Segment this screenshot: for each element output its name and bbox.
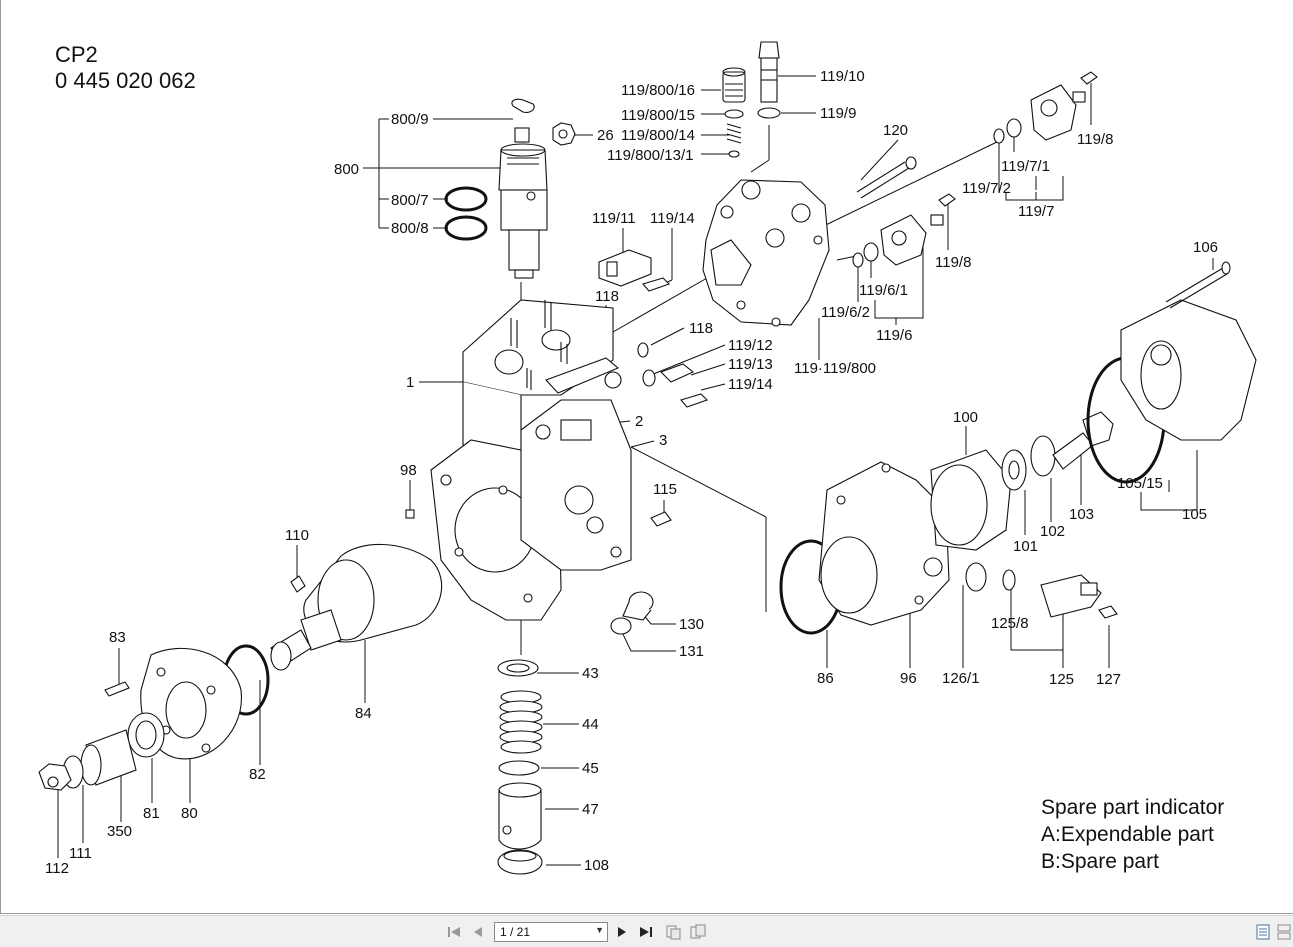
callout-119-11: 119/11	[592, 210, 636, 227]
legend-expendable: A:Expendable part	[1041, 823, 1214, 846]
callout-43: 43	[582, 665, 599, 682]
callout-119-800-15: 119/800/15	[621, 107, 695, 124]
callout-125-8: 125/8	[991, 615, 1029, 632]
callout-119-7-2: 119/7/2	[962, 180, 1011, 197]
callout-84: 84	[355, 705, 372, 722]
front-flange-80	[38, 644, 270, 791]
callout-47: 47	[582, 801, 599, 818]
callout-119-800-14: 119/800/14	[621, 127, 695, 144]
callout-119-14-top: 119/14	[650, 210, 695, 227]
callout-800-8: 800/8	[391, 220, 429, 237]
callout-101: 101	[1013, 538, 1038, 555]
pressure-control-block	[702, 179, 830, 327]
callout-118-left: 118	[595, 288, 619, 305]
callout-105-15: 105/15	[1117, 475, 1163, 492]
callout-800: 800	[334, 161, 359, 178]
callout-119-8-top: 119/8	[1077, 131, 1113, 148]
callout-86: 86	[817, 670, 834, 687]
callout-3: 3	[659, 432, 667, 449]
pump-housing-1	[405, 299, 632, 621]
callout-106: 106	[1193, 239, 1218, 256]
callout-119-800-16: 119/800/16	[621, 82, 695, 99]
callout-125: 125	[1049, 671, 1074, 688]
model-name: CP2	[55, 42, 98, 67]
callout-119-800-13-1: 119/800/13/1	[607, 147, 693, 164]
page-indicator: 1 / 21	[500, 925, 531, 939]
sensor-119-6	[852, 193, 956, 268]
screw-120	[856, 156, 917, 199]
callout-44: 44	[582, 716, 599, 733]
callout-105: 105	[1182, 506, 1207, 523]
previous-page-icon[interactable]	[470, 922, 486, 942]
facing-view-icon[interactable]	[1276, 922, 1292, 942]
callout-80: 80	[181, 805, 198, 822]
bracket-119-13	[637, 342, 709, 408]
plunger-stack	[497, 659, 543, 875]
callout-112: 112	[45, 860, 69, 877]
continuous-view-icon[interactable]	[1254, 922, 1272, 942]
part-number: 0 445 020 062	[55, 68, 196, 93]
callout-800-9: 800/9	[391, 111, 429, 128]
camshaft-84	[270, 543, 443, 671]
callout-119-10: 119/10	[820, 68, 865, 85]
callout-118-right: 118	[689, 320, 713, 337]
callout-800-7: 800/7	[391, 192, 429, 209]
spare-part-legend: Spare part indicator A:Expendable part B…	[1041, 794, 1224, 875]
callout-115: 115	[653, 481, 677, 498]
callout-45: 45	[582, 760, 599, 777]
sensor-119-7	[993, 71, 1098, 144]
callout-119-7-1: 119/7/1	[1001, 158, 1050, 175]
callout-labels: 800/9 26 800 800/7 800/8 119/800/16 119/…	[45, 68, 1218, 877]
last-page-icon[interactable]	[638, 922, 654, 942]
callout-127: 127	[1096, 671, 1121, 688]
document-viewer: CP2 0 445 020 062	[0, 0, 1293, 914]
callout-119-6-2: 119/6/2	[821, 304, 870, 321]
legend-spare: B:Spare part	[1041, 850, 1159, 873]
callout-98: 98	[400, 462, 417, 479]
callout-131: 131	[679, 643, 704, 660]
callout-1: 1	[406, 374, 414, 391]
next-page-icon[interactable]	[614, 922, 630, 942]
callout-119-119-800: 119·119/800	[794, 360, 876, 377]
callout-119-14-bottom: 119/14	[728, 376, 773, 393]
pressure-valve-stack	[722, 41, 781, 158]
callout-100: 100	[953, 409, 978, 426]
callout-130: 130	[679, 616, 704, 633]
page-number-select[interactable]: 1 / 21 ▼	[494, 922, 608, 942]
two-page-view-icon[interactable]	[689, 922, 707, 942]
first-page-icon[interactable]	[446, 922, 462, 942]
legend-title: Spare part indicator	[1041, 796, 1225, 819]
sensor-125	[1040, 574, 1118, 619]
exploded-parts-diagram: 800/9 26 800 800/7 800/8 119/800/16 119/…	[38, 41, 1257, 877]
callout-119-6-1: 119/6/1	[859, 282, 908, 299]
callout-96: 96	[900, 670, 917, 687]
pdf-navigation-toolbar: 1 / 21 ▼	[0, 915, 1293, 947]
callout-110: 110	[285, 527, 309, 544]
callout-26: 26	[597, 127, 614, 144]
callout-119-9: 119/9	[820, 105, 856, 122]
callout-119-6: 119/6	[876, 327, 912, 344]
callout-2: 2	[635, 413, 643, 430]
callout-81: 81	[143, 805, 160, 822]
single-page-view-icon[interactable]	[664, 922, 682, 942]
callout-82: 82	[249, 766, 266, 783]
callout-83: 83	[109, 629, 126, 646]
callout-119-12: 119/12	[728, 337, 773, 354]
callout-111: 111	[69, 845, 92, 862]
callout-120: 120	[883, 122, 908, 139]
callout-119-13: 119/13	[728, 356, 773, 373]
valve-800	[444, 98, 576, 279]
plug-130	[610, 511, 672, 635]
callout-103: 103	[1069, 506, 1094, 523]
gear-pump-housing-96	[779, 261, 1257, 635]
callout-126-1: 126/1	[942, 670, 980, 687]
callout-119-8-mid: 119/8	[935, 254, 971, 271]
callout-350: 350	[107, 823, 132, 840]
callout-102: 102	[1040, 523, 1065, 540]
chevron-down-icon: ▼	[595, 925, 604, 935]
callout-108: 108	[584, 857, 609, 874]
callout-119-7: 119/7	[1018, 203, 1054, 220]
